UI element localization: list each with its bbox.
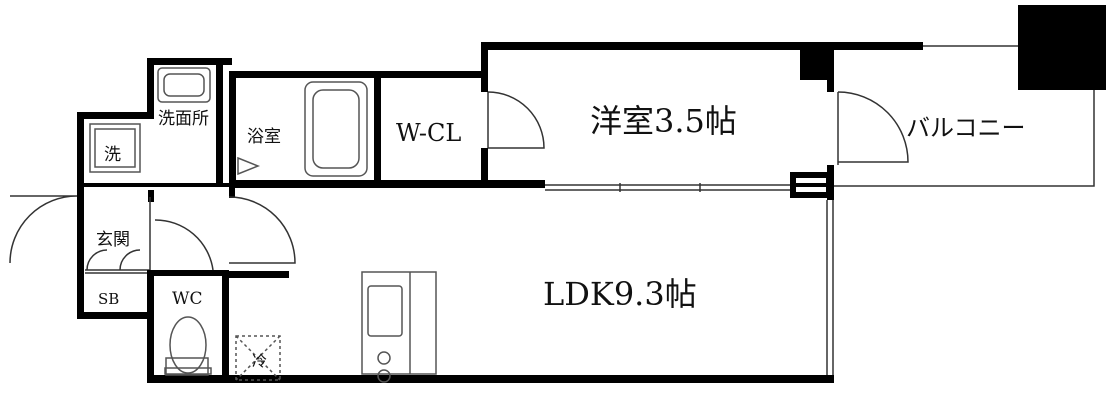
hall-door-arc-left — [149, 197, 214, 271]
hall-door-arc-right — [228, 196, 296, 264]
washer-label: 洗 — [104, 145, 121, 165]
washroom-sink — [157, 67, 211, 103]
fixtures — [89, 67, 437, 383]
ldk-label: LDK9.3帖 — [543, 275, 697, 313]
balcony-door-arc — [837, 91, 909, 163]
refrigerator-label: 冷 — [252, 352, 267, 370]
kitchen-counter — [361, 271, 437, 375]
western-room-label: 洋室3.5帖 — [590, 102, 737, 140]
washing-machine — [89, 123, 141, 173]
doors — [9, 91, 909, 271]
toilet-label: WC — [172, 289, 202, 309]
thin-lines — [85, 45, 1095, 378]
entrance-label: 玄関 — [96, 230, 130, 250]
walls — [77, 5, 1106, 383]
balcony-label: バルコニー — [906, 114, 1026, 142]
wcl-door-arc — [487, 91, 545, 149]
refrigerator-space — [235, 335, 281, 381]
balcony-outline — [833, 45, 1095, 187]
bathroom-label: 浴室 — [247, 127, 281, 147]
bathtub — [304, 81, 368, 177]
entrance-door-arc — [9, 195, 78, 264]
washroom-label: 洗面所 — [158, 109, 209, 129]
shoe-box-label: SB — [98, 290, 119, 308]
toilet-bowl — [169, 316, 207, 374]
wcl-label: W-CL — [396, 119, 461, 147]
